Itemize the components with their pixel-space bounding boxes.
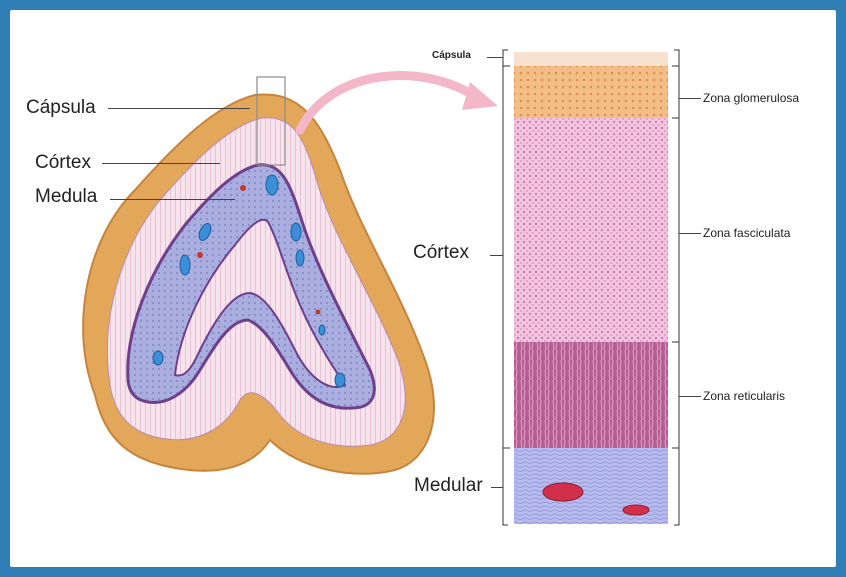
pointer-reticularis <box>679 396 701 397</box>
pointer-cortex <box>102 163 220 164</box>
pointer-glomerulosa <box>679 98 701 99</box>
label-zona-reticularis: Zona reticularis <box>703 389 785 403</box>
zona-fasciculata-region <box>514 118 668 342</box>
pointer-section-capsula <box>487 57 503 58</box>
label-section-cortex: Córtex <box>413 242 469 264</box>
label-zona-fasciculata: Zona fasciculata <box>703 226 790 240</box>
label-capsula: Cápsula <box>26 97 96 119</box>
label-section-capsula: Cápsula <box>432 50 471 61</box>
pointer-fasciculata <box>679 233 701 234</box>
label-cortex: Córtex <box>35 152 91 174</box>
zona-glomerulosa-region <box>514 66 668 118</box>
label-medula: Medula <box>35 186 97 208</box>
section-column <box>503 50 679 525</box>
pointer-section-cortex <box>490 255 503 256</box>
pointer-capsula <box>108 108 250 109</box>
pointer-medula <box>110 199 235 200</box>
pointer-section-medular <box>491 487 503 488</box>
adrenal-gland <box>83 77 434 474</box>
zona-reticularis-region <box>514 342 668 448</box>
zoom-arrow <box>300 76 478 130</box>
label-section-medular: Medular <box>414 475 483 497</box>
label-zona-glomerulosa: Zona glomerulosa <box>703 91 799 105</box>
